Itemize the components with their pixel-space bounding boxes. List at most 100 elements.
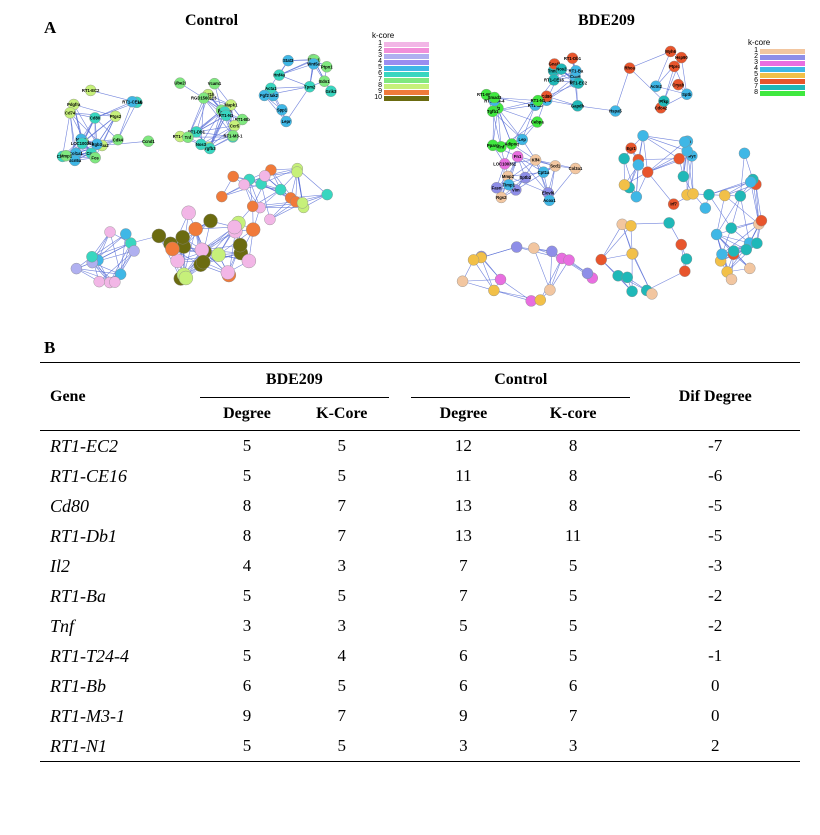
- network-edge: [642, 135, 648, 173]
- node-label: Tgfb1: [487, 109, 499, 114]
- legend-row: 8: [372, 82, 429, 89]
- network-node: [549, 160, 561, 172]
- network-node: [699, 202, 712, 214]
- dif-degree-cell: 0: [710, 676, 720, 695]
- col-group-bde209: BDE209: [199, 362, 390, 398]
- network-edge: [629, 51, 671, 69]
- network-node: [719, 189, 731, 202]
- node-label: Ptgs2: [110, 114, 122, 119]
- network-edge: [109, 231, 121, 275]
- spacer-cell: [389, 461, 411, 491]
- network-edge: [686, 155, 693, 195]
- network-node: [182, 131, 194, 143]
- network-node: [109, 110, 122, 122]
- node-label: Cryab: [672, 82, 684, 87]
- network-node: [625, 142, 637, 154]
- node-label: Elovl6: [542, 190, 555, 195]
- control-degree-cell: 3: [459, 736, 468, 755]
- network-node: [646, 288, 658, 300]
- network-node: [245, 222, 261, 237]
- node-label: Tnnt2: [548, 68, 560, 73]
- node-label: Vim: [512, 188, 520, 193]
- node-label: Gapdh: [571, 103, 585, 108]
- control-kcore-cell: 7: [568, 706, 578, 725]
- legend-row: 2: [748, 53, 805, 60]
- node-label: Mmp1: [60, 153, 73, 158]
- network-node: [265, 82, 277, 95]
- node-label: Rhoa: [624, 66, 635, 71]
- network-node: [233, 237, 248, 253]
- node-label: Pparg: [487, 143, 499, 148]
- legend-row: 4: [372, 58, 429, 65]
- network-edge: [94, 101, 133, 119]
- legend-title: k-core: [372, 31, 395, 40]
- bde-degree-cell: 5: [242, 466, 252, 485]
- control-degree-cell: 12: [454, 436, 472, 455]
- col-header-bde-degree: Degree: [223, 405, 271, 422]
- control-degree-cell: 6: [459, 676, 468, 695]
- network-node: [93, 275, 105, 288]
- network-node: [725, 273, 738, 286]
- network-node: [632, 159, 645, 171]
- network-edge: [74, 139, 119, 161]
- network-edge: [493, 290, 532, 302]
- network-node: [516, 133, 528, 146]
- network-edge: [69, 112, 92, 154]
- node-label: Myc: [688, 153, 697, 158]
- legend-row: 3: [372, 52, 429, 59]
- network-node: [751, 237, 763, 249]
- legend-level: 7: [378, 76, 382, 83]
- network-node: [537, 166, 550, 178]
- node-label: Cpt1a: [538, 170, 550, 175]
- network-node: [486, 105, 499, 118]
- network-node: [618, 179, 631, 191]
- network-node: [531, 116, 543, 128]
- network-node: [734, 190, 747, 202]
- gene-cell: RT1-Ba: [50, 585, 106, 606]
- legend-row: 2: [372, 46, 429, 53]
- network-node: [280, 115, 292, 128]
- network-edge: [183, 229, 196, 275]
- control-kcore-cell: 11: [564, 526, 582, 545]
- col-header-gene: Gene: [50, 387, 86, 405]
- dif-degree-cell: -1: [708, 646, 723, 665]
- node-label: Edn1: [319, 79, 330, 84]
- bde-kcore-cell: 7: [337, 706, 347, 725]
- network-edge: [647, 141, 685, 173]
- gene-cell: Cd80: [50, 495, 90, 516]
- network-edge: [494, 97, 538, 101]
- dif-degree-cell: -3: [708, 556, 723, 575]
- spacer-cell: [389, 641, 411, 671]
- network-node: [178, 270, 194, 286]
- legend-row: 3: [748, 59, 805, 66]
- network-node: [626, 248, 638, 260]
- network-edge: [200, 125, 235, 145]
- node-label: Egr1: [626, 146, 636, 151]
- network-node: [307, 58, 320, 70]
- bde-degree-cell: 5: [242, 736, 252, 755]
- node-label: Spp1: [277, 107, 288, 112]
- network-node: [467, 254, 480, 266]
- network-edge: [492, 111, 523, 140]
- network-node: [69, 154, 81, 167]
- network-node: [76, 137, 88, 150]
- network-node: [211, 247, 226, 263]
- network-node: [658, 95, 670, 107]
- network-node: [675, 238, 687, 251]
- network-node: [499, 158, 511, 170]
- gene-cell: RT1-Bb: [50, 675, 106, 696]
- legend-swatch: [384, 59, 429, 65]
- legend-row: 7: [748, 83, 805, 90]
- legend-level: 6: [754, 77, 758, 84]
- spacer-cell: [389, 431, 411, 462]
- network-edge: [516, 246, 562, 259]
- legend-level: 5: [378, 64, 382, 71]
- bde-kcore-cell: 5: [337, 436, 347, 455]
- node-label: Tgfb3: [204, 146, 216, 151]
- control-degree-cell: 7: [459, 556, 468, 575]
